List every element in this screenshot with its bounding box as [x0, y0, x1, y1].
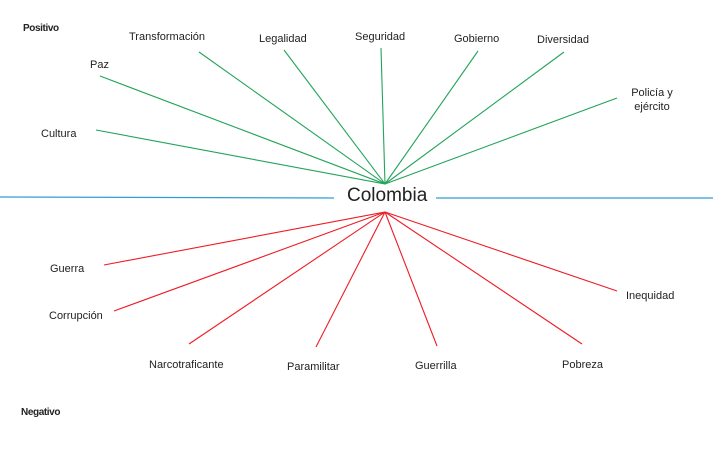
negative-connector-line	[384, 211, 438, 347]
positive-connector-line	[380, 47, 386, 185]
positive-term: Seguridad	[355, 31, 406, 43]
positive-connector-line	[198, 51, 386, 185]
positive-term: Transformación	[129, 31, 206, 43]
positive-term: Paz	[90, 59, 109, 71]
positive-connector-line	[95, 129, 386, 185]
positive-term: Legalidad	[259, 33, 307, 45]
negative-term: Narcotraficante	[149, 359, 224, 371]
center-node-colombia: Colombia	[347, 185, 428, 206]
negative-term: Guerra	[50, 263, 85, 275]
positive-term: Policía y ejército	[631, 87, 673, 113]
negative-term: Inequidad	[626, 290, 675, 302]
negative-term: Guerrilla	[415, 360, 457, 372]
negative-connector-line	[113, 211, 386, 312]
negative-term: Corrupción	[49, 310, 103, 322]
negative-connector-line	[384, 211, 583, 345]
positive-connector-line	[99, 75, 386, 185]
positive-connector-line	[384, 97, 618, 185]
positive-connector-line	[283, 49, 386, 185]
negative-connector-line	[384, 211, 618, 292]
negative-connector-line	[315, 211, 386, 348]
negative-heading: Negativo	[21, 407, 61, 418]
negative-connector-line	[188, 211, 386, 345]
negative-term: Pobreza	[562, 359, 603, 371]
positive-connector-line	[384, 50, 479, 185]
negative-connector-line	[103, 211, 386, 266]
positive-connector-line	[384, 51, 565, 185]
negative-term: Paramilitar	[287, 361, 340, 373]
positive-heading: Positivo	[23, 23, 59, 34]
axis-line-left	[0, 196, 335, 199]
positive-term: Gobierno	[454, 33, 500, 45]
positive-term: Cultura	[41, 128, 77, 140]
positive-term: Diversidad	[537, 34, 589, 46]
